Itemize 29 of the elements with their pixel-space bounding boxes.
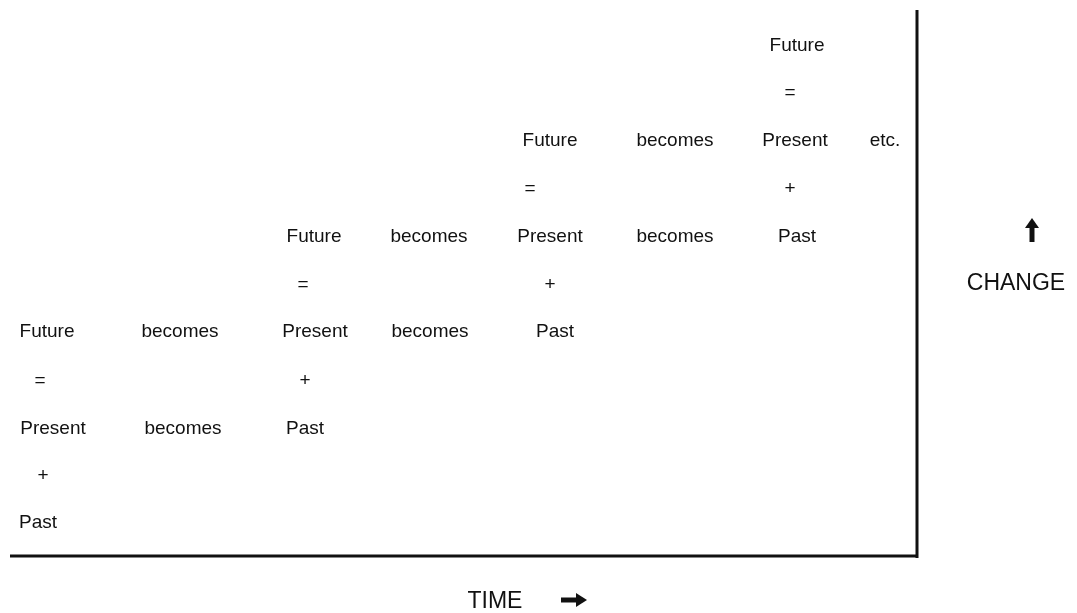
text-label: etc. (869, 129, 901, 151)
text-label: becomes (141, 320, 219, 342)
text-label: Past (778, 225, 816, 247)
text-label: + (784, 177, 796, 199)
text-label: Past (19, 511, 57, 533)
text-label: becomes (144, 417, 222, 439)
text-label: + (37, 464, 49, 486)
text-label: = (34, 369, 46, 391)
text-label: Present (282, 320, 348, 342)
text-label: Future (286, 225, 342, 247)
text-label: = (784, 81, 796, 103)
text-label: = (297, 273, 309, 295)
axis-label: CHANGE (966, 268, 1066, 296)
text-label: becomes (391, 320, 469, 342)
text-label: + (299, 369, 311, 391)
text-label: Future (522, 129, 578, 151)
text-label: = (524, 177, 536, 199)
text-label: becomes (390, 225, 468, 247)
text-label: Present (762, 129, 828, 151)
text-label: becomes (636, 129, 714, 151)
text-label: Future (769, 34, 825, 56)
text-label: becomes (636, 225, 714, 247)
text-label: Present (517, 225, 583, 247)
text-label: Present (20, 417, 86, 439)
text-label: + (544, 273, 556, 295)
text-label: Past (286, 417, 324, 439)
axis-label: TIME (467, 586, 523, 613)
text-label: Past (536, 320, 574, 342)
text-label: Future (19, 320, 75, 342)
